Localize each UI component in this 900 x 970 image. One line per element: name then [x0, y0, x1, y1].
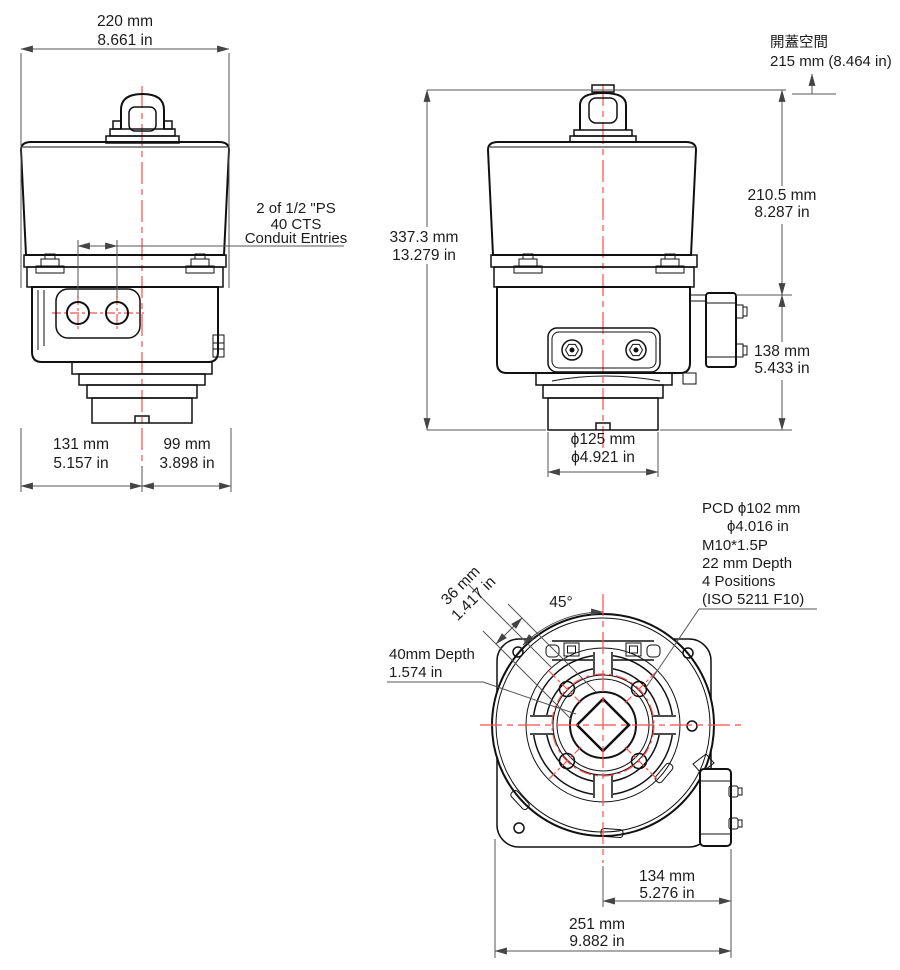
pcd-bolt-holes — [558, 680, 648, 770]
depth-note-line1: 40mm Depth — [389, 646, 475, 663]
side-flange-dimension: ϕ125 mm ϕ4.921 in — [547, 431, 659, 477]
pcd-note-line5: 4 Positions — [702, 573, 775, 590]
front-top-cap — [105, 92, 180, 144]
clearance-value: 215 mm (8.464 in) — [770, 53, 892, 70]
side-terminal-box — [690, 292, 748, 368]
side-plate-bolt-right — [625, 339, 647, 361]
side-height-in: 13.279 in — [392, 247, 456, 264]
side-upper-mm: 210.5 mm — [748, 187, 817, 204]
front-right-in: 3.898 in — [159, 455, 214, 472]
side-flange-mm: ϕ125 mm — [571, 431, 636, 448]
angle-label: 45° — [549, 594, 572, 611]
plate-ear-holes — [512, 646, 698, 834]
bottom-view: 45° 36 mm 1.417 in 40mm Depth 1.574 in P… — [387, 500, 817, 958]
conduit-entry-left — [66, 301, 90, 325]
front-cover — [19, 141, 231, 256]
side-cover — [486, 141, 698, 256]
front-left-in: 5.157 in — [53, 455, 108, 472]
side-height-dimension: 337.3 mm 13.279 in — [390, 89, 546, 431]
side-output-flange — [535, 372, 673, 431]
front-base — [31, 286, 225, 363]
depth-note: 40mm Depth 1.574 in — [387, 646, 577, 715]
side-lower-in: 5.433 in — [754, 360, 809, 377]
bottom-overall-in: 9.882 in — [569, 933, 624, 950]
front-right-mm: 99 mm — [163, 436, 210, 453]
pcd-note-line6: (ISO 5211 F10) — [702, 591, 804, 608]
pcd-note-line4: 22 mm Depth — [702, 555, 792, 572]
front-width-mm: 220 mm — [97, 13, 153, 30]
front-rim-bolt-right — [185, 253, 215, 274]
clearance-note: 開蓋空間 215 mm (8.464 in) — [427, 34, 892, 95]
bottom-center-mm: 134 mm — [639, 868, 695, 885]
clearance-title: 開蓋空間 — [770, 34, 828, 51]
side-upper-dimension: 210.5 mm 8.287 in — [736, 89, 817, 296]
pcd-note-line1: PCD ϕ102 mm — [702, 500, 800, 517]
conduit-note-line3: Conduit Entries — [245, 230, 348, 247]
side-rim-bolt-right — [655, 253, 685, 274]
front-bottom-dimensions: 131 mm 5.157 in 99 mm 3.898 in — [20, 428, 232, 492]
side-view: 開蓋空間 215 mm (8.464 in) 337.3 mm 13.279 i… — [390, 34, 892, 477]
conduit-entry-right — [105, 301, 129, 325]
front-output-flange — [71, 361, 213, 424]
conduit-note-line1: 2 of 1/2 "PS — [256, 200, 336, 217]
side-lower-dimension: 138 mm 5.433 in — [660, 294, 810, 431]
side-base — [496, 286, 697, 385]
bottom-centerlines — [480, 594, 742, 863]
conduit-note-line2: 40 CTS — [271, 216, 322, 233]
side-rim-bolt-left — [513, 253, 543, 274]
bottom-terminal-box — [692, 753, 743, 847]
front-left-mm: 131 mm — [53, 436, 109, 453]
front-width-in: 8.661 in — [97, 32, 152, 49]
side-top-cap — [569, 84, 637, 143]
bottom-overall-dimension: 251 mm 9.882 in — [494, 839, 732, 958]
pcd-note-line2: ϕ4.016 in — [727, 518, 789, 535]
front-view: 220 mm 8.661 in 2 of 1/2 "PS 40 CTS Cond… — [19, 13, 348, 492]
pcd-note: PCD ϕ102 mm ϕ4.016 in M10*1.5P 22 mm Dep… — [644, 500, 817, 690]
pcd-note-line3: M10*1.5P — [702, 537, 768, 554]
conduit-note: 2 of 1/2 "PS 40 CTS Conduit Entries — [77, 200, 348, 298]
front-width-dimension: 220 mm 8.661 in — [20, 13, 230, 288]
bottom-center-dimension: 134 mm 5.276 in — [602, 849, 732, 958]
side-height-mm: 337.3 mm — [390, 229, 459, 246]
front-rim-bolt-left — [35, 253, 65, 274]
side-rim — [490, 254, 698, 288]
side-lower-mm: 138 mm — [754, 343, 810, 360]
depth-note-line2: 1.574 in — [389, 664, 442, 681]
front-rim — [23, 254, 227, 288]
side-plate-bolt-left — [561, 339, 583, 361]
rim-cast-tabs — [510, 762, 674, 839]
side-flange-in: ϕ4.921 in — [571, 449, 635, 466]
side-upper-in: 8.287 in — [754, 204, 809, 221]
bottom-center-in: 5.276 in — [639, 885, 694, 902]
bottom-overall-mm: 251 mm — [569, 916, 625, 933]
